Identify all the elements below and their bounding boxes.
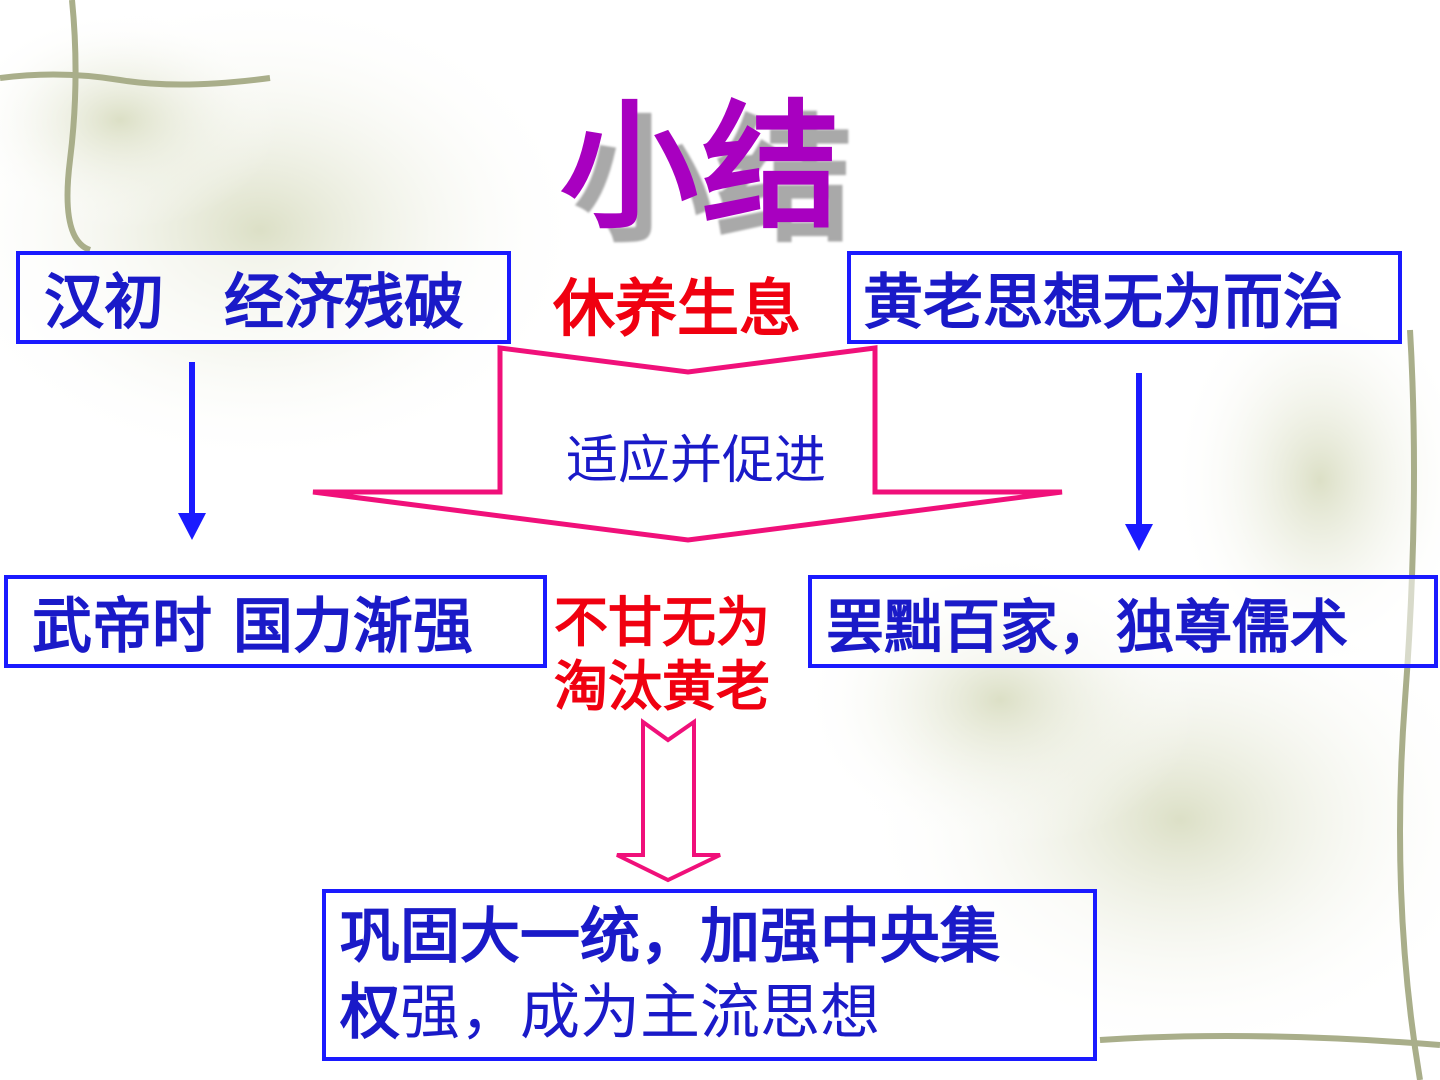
box-wudi: 武帝时 国力渐强 [4, 575, 547, 668]
conclusion-line-2-bold: 权 [340, 978, 400, 1048]
arrow-left-head [178, 513, 206, 540]
block-arrow-down [616, 718, 721, 883]
box-huanglao-text: 黄老思想无为而治 [863, 268, 1343, 338]
box-huanglao: 黄老思想无为而治 [847, 251, 1402, 344]
conclusion-line-2-rest: 强，成为主流思想 [400, 978, 880, 1048]
box-wudi-text: 武帝时 国力渐强 [32, 592, 473, 662]
arrow-right-head [1125, 524, 1153, 551]
box-han-early-text: 汉初 经济残破 [44, 268, 464, 338]
label-recuperation: 休养生息 [553, 272, 802, 345]
label-abandon-wuwei: 不甘无为 [554, 591, 770, 654]
page-title: 小结 [560, 87, 845, 248]
box-confucianism: 罢黜百家，独尊儒术 [808, 575, 1438, 668]
box-confucianism-text: 罢黜百家，独尊儒术 [826, 592, 1349, 661]
conclusion-line-1: 巩固大一统，加强中央集 [340, 902, 1000, 972]
conclusion-line-2: 权强，成为主流思想 [340, 975, 880, 1051]
arrow-label-adapt: 适应并促进 [566, 431, 827, 491]
box-conclusion: 巩固大一统，加强中央集 权强，成为主流思想 [322, 889, 1097, 1061]
label-eliminate-huanglao: 淘汰黄老 [554, 655, 770, 718]
block-arrow-adapt [312, 345, 1063, 543]
box-han-early: 汉初 经济残破 [16, 251, 511, 344]
